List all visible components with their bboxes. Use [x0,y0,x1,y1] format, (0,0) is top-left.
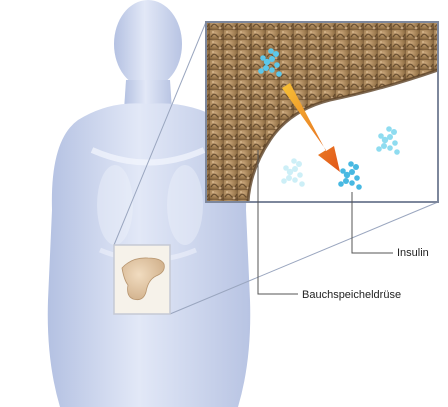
pancreas-label: Bauchspeicheldrüse [302,288,401,302]
pancreas-thumbnail [114,245,170,314]
zoom-inset [206,22,438,202]
insulin-label: Insulin [397,246,429,260]
